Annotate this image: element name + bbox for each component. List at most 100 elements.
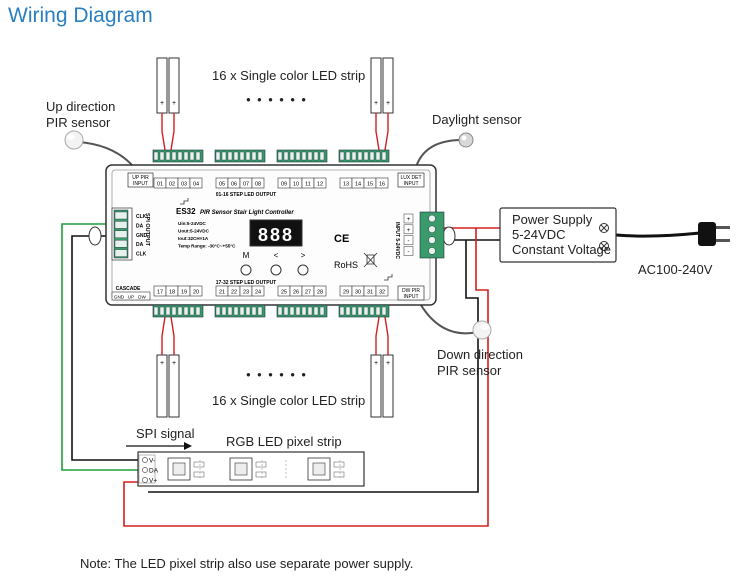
controller-specs: Uin:5-24VDCUout:5-24VDCIout:32CH×1ATemp … bbox=[178, 221, 236, 249]
power-supply-box bbox=[499, 207, 617, 263]
power-supply-label-line2: 5-24VDC bbox=[512, 227, 566, 242]
top-channel-label: 03 bbox=[181, 182, 187, 188]
top-channel-label: 14 bbox=[355, 182, 361, 188]
top-channel-label: 01 bbox=[157, 182, 163, 188]
bottom-channel-label: 20 bbox=[193, 290, 199, 296]
top-terminal-screw bbox=[381, 151, 387, 161]
led-strips-bottom: ++++ bbox=[156, 316, 394, 418]
rgb-strip-pins: V-DAV+ bbox=[142, 457, 159, 485]
top-channel-label: 12 bbox=[317, 182, 323, 188]
bottom-terminal-screw bbox=[257, 306, 263, 316]
strip-wire bbox=[161, 113, 166, 151]
bottom-terminal-screw bbox=[195, 306, 201, 316]
daylight-sensor-label: Daylight sensor bbox=[432, 112, 522, 127]
bottom-terminal-screw bbox=[339, 306, 345, 316]
mount-hole-left bbox=[88, 226, 102, 246]
led-strip-bottom-dots: ● ● ● ● ● ● bbox=[246, 370, 309, 379]
power-input-terminal: ++-- bbox=[403, 211, 445, 259]
top-terminal-screw bbox=[221, 151, 227, 161]
rgb-pixel-strip: V-DAV+ bbox=[126, 442, 365, 487]
pixel-led-core bbox=[234, 462, 248, 476]
button-label: > bbox=[301, 251, 306, 260]
spi-signal-label: SPI signal bbox=[136, 426, 195, 441]
control-button[interactable] bbox=[270, 264, 282, 276]
bottom-terminal-screw bbox=[375, 306, 381, 316]
strip-wire bbox=[170, 113, 175, 151]
controller-buttons: M<> bbox=[240, 251, 309, 276]
strip-pin-label: DA bbox=[149, 468, 159, 475]
cascade-pin-up: UP bbox=[128, 295, 134, 300]
bottom-terminal-screw bbox=[183, 306, 189, 316]
strip-polarity: + bbox=[160, 360, 164, 367]
power-polarity-box bbox=[403, 213, 414, 224]
cascade-pin-gnd: GND bbox=[114, 295, 125, 300]
spi-pin-label: GND bbox=[136, 233, 148, 239]
spi-output-label: SPI OUTPUT bbox=[144, 213, 150, 247]
top-terminal-screw bbox=[165, 151, 171, 161]
strip-polarity: + bbox=[374, 100, 378, 107]
top-terminal-screw bbox=[351, 151, 357, 161]
spi-signal-arrowhead bbox=[184, 442, 192, 450]
rohs-mark: RoHS bbox=[334, 260, 358, 270]
pixel-resistor bbox=[333, 461, 345, 468]
spi-pin-label: CLK bbox=[136, 214, 147, 220]
bottom-terminal-screw bbox=[165, 306, 171, 316]
power-supply-label-line3: Constant Voltage bbox=[512, 242, 612, 257]
down-pir-cable bbox=[417, 299, 479, 335]
bottom-terminal-screw bbox=[159, 306, 165, 316]
bottom-channel-label: 24 bbox=[255, 290, 261, 296]
top-channel-label: 04 bbox=[193, 182, 199, 188]
up-pir-input-line1: UP PIR bbox=[132, 175, 149, 181]
top-terminal-screw bbox=[189, 151, 195, 161]
spec-line: Temp Range: -30°C~+55°C bbox=[178, 244, 236, 249]
top-terminal-screw bbox=[339, 151, 345, 161]
lux-det-input-line1: LUX DET bbox=[400, 175, 421, 181]
bottom-terminal-screw bbox=[301, 306, 307, 316]
controller-model: ES32 bbox=[176, 207, 196, 216]
power-supply-terminal-plus-icon bbox=[599, 223, 609, 233]
strip-polarity: + bbox=[172, 360, 176, 367]
bottom-terminal-screw bbox=[239, 306, 245, 316]
strip-vminus-wire-aux bbox=[148, 240, 479, 493]
cascade-pins-box bbox=[111, 291, 151, 301]
strip-wire bbox=[375, 113, 380, 151]
bottom-terminal-screw bbox=[351, 306, 357, 316]
led-strips-top: ++++ bbox=[156, 57, 394, 151]
bottom-channel-cell bbox=[251, 285, 265, 297]
bottom-terminal-screw bbox=[289, 306, 295, 316]
strip-polarity: + bbox=[386, 100, 390, 107]
strip-polarity: + bbox=[386, 360, 390, 367]
pixel-led-core bbox=[312, 462, 326, 476]
bottom-channel-cell bbox=[313, 285, 327, 297]
power-supply bbox=[499, 207, 617, 263]
up-pir-label-line1: Up direction bbox=[46, 99, 116, 114]
strip-vplus-wire bbox=[123, 228, 489, 527]
bottom-terminal-screw bbox=[227, 306, 233, 316]
rgb-strip-label: RGB LED pixel strip bbox=[226, 434, 342, 449]
power-polarity-label: - bbox=[408, 249, 410, 255]
top-channel-label: 10 bbox=[293, 182, 299, 188]
power-terminal-screw bbox=[428, 236, 436, 244]
bottom-terminal-screw bbox=[295, 306, 301, 316]
top-terminal-screw bbox=[375, 151, 381, 161]
bottom-terminal-screw bbox=[363, 306, 369, 316]
power-terminal-screw bbox=[428, 214, 436, 223]
cascade-label: CASCADE bbox=[116, 286, 141, 292]
up-pir-input-line2: INPUT bbox=[133, 181, 148, 187]
bottom-channel-label: 28 bbox=[317, 290, 323, 296]
top-terminal-screw bbox=[295, 151, 301, 161]
bottom-channel-label: 21 bbox=[219, 290, 225, 296]
spi-pin-label: CLK bbox=[136, 252, 147, 258]
spec-line: Iout:32CH×1A bbox=[178, 236, 209, 241]
spi-pin-screw bbox=[114, 239, 128, 248]
top-terminal-screw bbox=[357, 151, 363, 161]
ce-mark: CE bbox=[334, 233, 349, 245]
input-voltage-label: INPUT 5-24VDC bbox=[394, 222, 400, 259]
control-button[interactable] bbox=[240, 264, 252, 276]
strip-wire bbox=[170, 316, 175, 355]
control-button[interactable] bbox=[297, 264, 309, 276]
top-terminal-screw bbox=[289, 151, 295, 161]
strip-polarity: + bbox=[160, 100, 164, 107]
daylight-sensor-icon bbox=[458, 132, 474, 148]
ac-input-label: AC100-240V bbox=[638, 262, 713, 277]
